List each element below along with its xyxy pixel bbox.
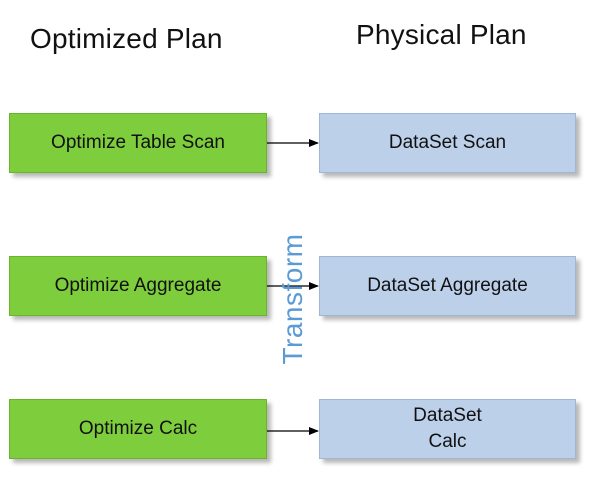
node-label-multiline: DataSet Calc xyxy=(413,403,482,454)
optimized-plan-title: Optimized Plan xyxy=(30,23,223,54)
dataset-aggregate-node: DataSet Aggregate xyxy=(319,256,576,316)
node-label: DataSet Aggregate xyxy=(367,275,528,297)
transform-label: Transform xyxy=(277,233,308,365)
node-label: DataSet Scan xyxy=(388,132,507,154)
dataset-scan-node: DataSet Scan xyxy=(319,113,576,173)
optimize-aggregate-node: Optimize Aggregate xyxy=(9,256,267,316)
node-label: Optimize Calc xyxy=(78,418,198,440)
optimize-calc-node: Optimize Calc xyxy=(9,399,267,459)
optimize-table-scan-node: Optimize Table Scan xyxy=(9,113,267,173)
dataset-calc-node: DataSet Calc xyxy=(319,399,576,459)
node-label-line-2: Calc xyxy=(428,431,467,452)
node-label-line-1: DataSet xyxy=(413,405,482,427)
physical-plan-title: Physical Plan xyxy=(356,19,527,50)
node-label: Optimize Aggregate xyxy=(54,275,222,297)
node-label: Optimize Table Scan xyxy=(51,132,225,154)
